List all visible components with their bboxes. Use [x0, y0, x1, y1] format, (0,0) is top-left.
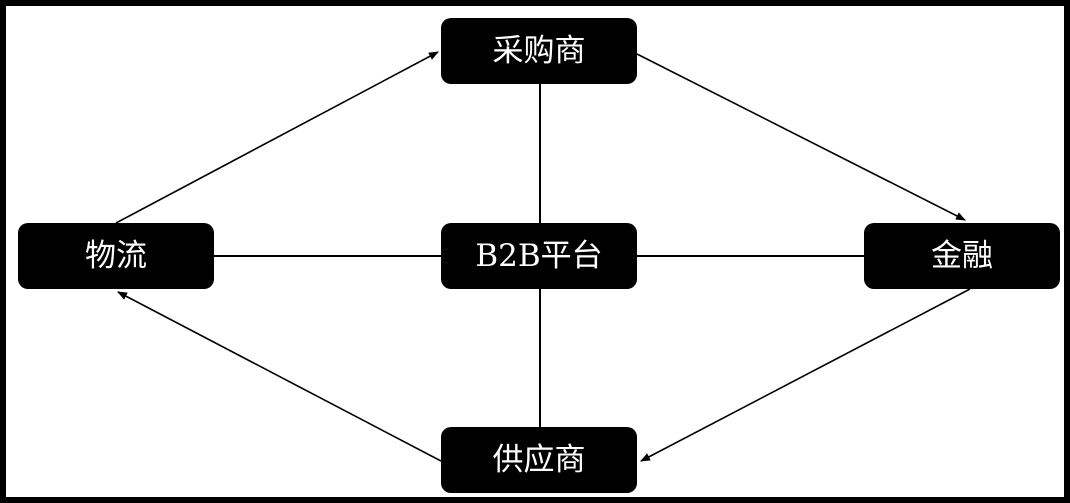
node-b2b-platform-label: B2B平台 — [475, 237, 603, 274]
node-buyer-label: 采购商 — [492, 32, 586, 69]
connector-layer — [115, 51, 971, 462]
arrow-logistics-to-buyer — [115, 51, 439, 224]
node-supplier-label: 供应商 — [492, 441, 586, 478]
arrow-buyer-to-finance — [636, 53, 966, 221]
node-logistics-label: 物流 — [85, 237, 147, 274]
node-supplier: 供应商 — [441, 427, 637, 493]
node-buyer: 采购商 — [441, 18, 637, 84]
node-logistics: 物流 — [18, 223, 214, 289]
node-finance: 金融 — [864, 223, 1060, 289]
node-b2b-platform: B2B平台 — [441, 223, 637, 289]
diagram-frame: 采购商 B2B平台 供应商 物流 金融 — [6, 6, 1064, 497]
arrow-finance-to-supplier — [640, 288, 971, 462]
arrow-supplier-to-logistics — [117, 291, 442, 462]
node-finance-label: 金融 — [931, 237, 993, 274]
